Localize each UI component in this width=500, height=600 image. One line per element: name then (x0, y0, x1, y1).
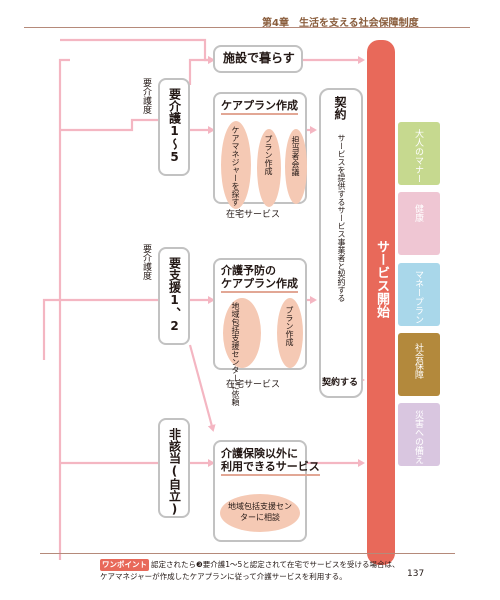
header-rule (24, 27, 470, 28)
level-none-label: 非該当(自立) (167, 428, 182, 516)
contract-frame: 契約 サービスを提供するサービス事業者と契約する (319, 88, 363, 398)
contract-done: 契約する (322, 378, 359, 388)
careplan-box: ケアプラン作成 ケアマネジャーを探す プラン作成 担当者会議 (213, 92, 307, 209)
contract-title: 契約 (333, 96, 347, 120)
oval-plan-2 (277, 298, 303, 368)
care-side-label: 要介護度 (141, 78, 151, 114)
oval-request-center (223, 298, 261, 368)
facility-title: 施設で暮らす (223, 51, 295, 65)
prevention-title-1: 介護予防の (221, 264, 276, 277)
left-stub (42, 298, 60, 360)
arrow-support-other (188, 344, 216, 432)
careplan-footer: 在宅サービス (226, 210, 281, 220)
step-plan: プラン作成 (264, 135, 273, 175)
level-support-label: 要支援1、2 (167, 257, 182, 333)
service-start-label: サービス開始 (374, 240, 389, 318)
tab-social-security[interactable]: 社会保障 (398, 333, 440, 396)
support-side-label: 要介護度 (141, 244, 151, 280)
tab-health-label: 健康 (413, 204, 423, 222)
footer-text: 認定されたら❸要介護1〜5と認定されて在宅でサービスを受ける場合は、ケアマネジャ… (100, 560, 400, 581)
arrow-care-facility (188, 56, 215, 85)
level-none: 非該当(自立) (158, 418, 190, 518)
tab-health[interactable]: 健康 (398, 192, 440, 255)
tab-social-security-label: 社会保障 (413, 343, 423, 379)
tab-manners-label: 大人のマナー (413, 129, 423, 183)
oval-consult (220, 494, 300, 532)
other-service-box: 介護保険以外に 利用できるサービス 地域包括支援センターに相談 (213, 440, 320, 542)
footer-note: ワンポイント認定されたら❸要介護1〜5と認定されて在宅でサービスを受ける場合は、… (100, 559, 400, 583)
consult-label: 地域包括支援センターに相談 (228, 502, 292, 522)
level-support: 要支援1、2 (158, 247, 190, 345)
prevention-title-2: ケアプラン作成 (221, 277, 298, 293)
other-title-2: 利用できるサービス (221, 460, 320, 476)
arrow-to-facility (60, 38, 215, 64)
step-find-caremanager: ケアマネジャーを探す (231, 126, 240, 206)
contract-description: サービスを提供するサービス事業者と契約する (337, 134, 346, 302)
step-plan-2: プラン作成 (285, 306, 294, 346)
page-number: 137 (407, 569, 425, 579)
tab-disaster[interactable]: 災害への備え (398, 403, 440, 466)
facility-box: 施設で暮らす (213, 45, 303, 73)
step-request-center: 地域包括支援センターに依頼 (231, 302, 240, 406)
branch-care (60, 118, 160, 132)
other-title-1: 介護保険以外に (221, 447, 298, 460)
tab-disaster-label: 災害への備え (413, 410, 423, 464)
tab-money-label: マネープラン (413, 270, 423, 324)
level-care: 要介護1〜5 (158, 78, 190, 176)
chapter-header: 第4章 生活を支える社会保障制度 (262, 18, 419, 29)
footer-rule (40, 553, 455, 554)
prevention-footer: 在宅サービス (226, 380, 281, 390)
level-care-label: 要介護1〜5 (167, 88, 182, 164)
oval-plan (257, 129, 281, 207)
prevention-box: 介護予防の ケアプラン作成 地域包括支援センターに依頼 プラン作成 (213, 258, 307, 406)
trunk-line (58, 58, 70, 560)
oval-meeting (285, 129, 307, 204)
service-start-bar: サービス開始 (367, 40, 395, 565)
tab-manners[interactable]: 大人のマナー (398, 122, 440, 185)
oval-find-caremanager (221, 121, 251, 209)
tab-money[interactable]: マネープラン (398, 263, 440, 326)
onepoint-badge: ワンポイント (100, 559, 149, 571)
careplan-title: ケアプラン作成 (221, 99, 298, 115)
step-meeting: 担当者会議 (291, 136, 300, 176)
